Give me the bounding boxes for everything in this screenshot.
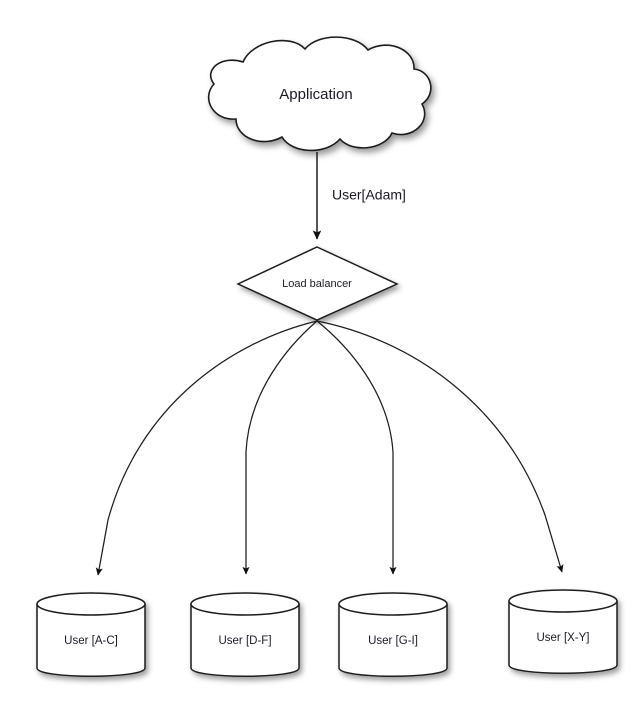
diamond-label: Load balancer <box>282 278 352 290</box>
edge-balancer-to-db-0 <box>95 320 318 576</box>
node-database-3[interactable]: User [X-Y] <box>508 589 618 674</box>
database-2-label: User [G-I] <box>368 635 418 647</box>
edge-balancer-to-db-2-line <box>316 320 397 575</box>
node-database-0[interactable]: User [A-C] <box>36 592 146 677</box>
edge-balancer-to-db-3-line <box>316 320 564 573</box>
edge-balancer-to-db-1 <box>242 320 318 575</box>
edge-balancer-to-db-2 <box>316 320 397 575</box>
database-3-label: User [X-Y] <box>536 632 589 644</box>
edge-app-to-balancer: User[Adam] <box>312 152 406 240</box>
database-0-label: User [A-C] <box>64 635 118 647</box>
edge-balancer-to-db-1-line <box>242 320 318 575</box>
node-database-1[interactable]: User [D-F] <box>190 592 300 677</box>
database-1-label: User [D-F] <box>218 635 271 647</box>
node-application-cloud[interactable]: Application <box>208 36 432 152</box>
edge-balancer-to-db-3 <box>316 320 564 573</box>
edge-app-to-balancer-label: User[Adam] <box>332 187 406 203</box>
edge-balancer-to-db-0-line <box>95 320 318 576</box>
node-database-2[interactable]: User [G-I] <box>338 592 448 677</box>
node-load-balancer-diamond[interactable]: Load balancer <box>236 246 399 321</box>
cloud-label: Application <box>279 86 352 103</box>
